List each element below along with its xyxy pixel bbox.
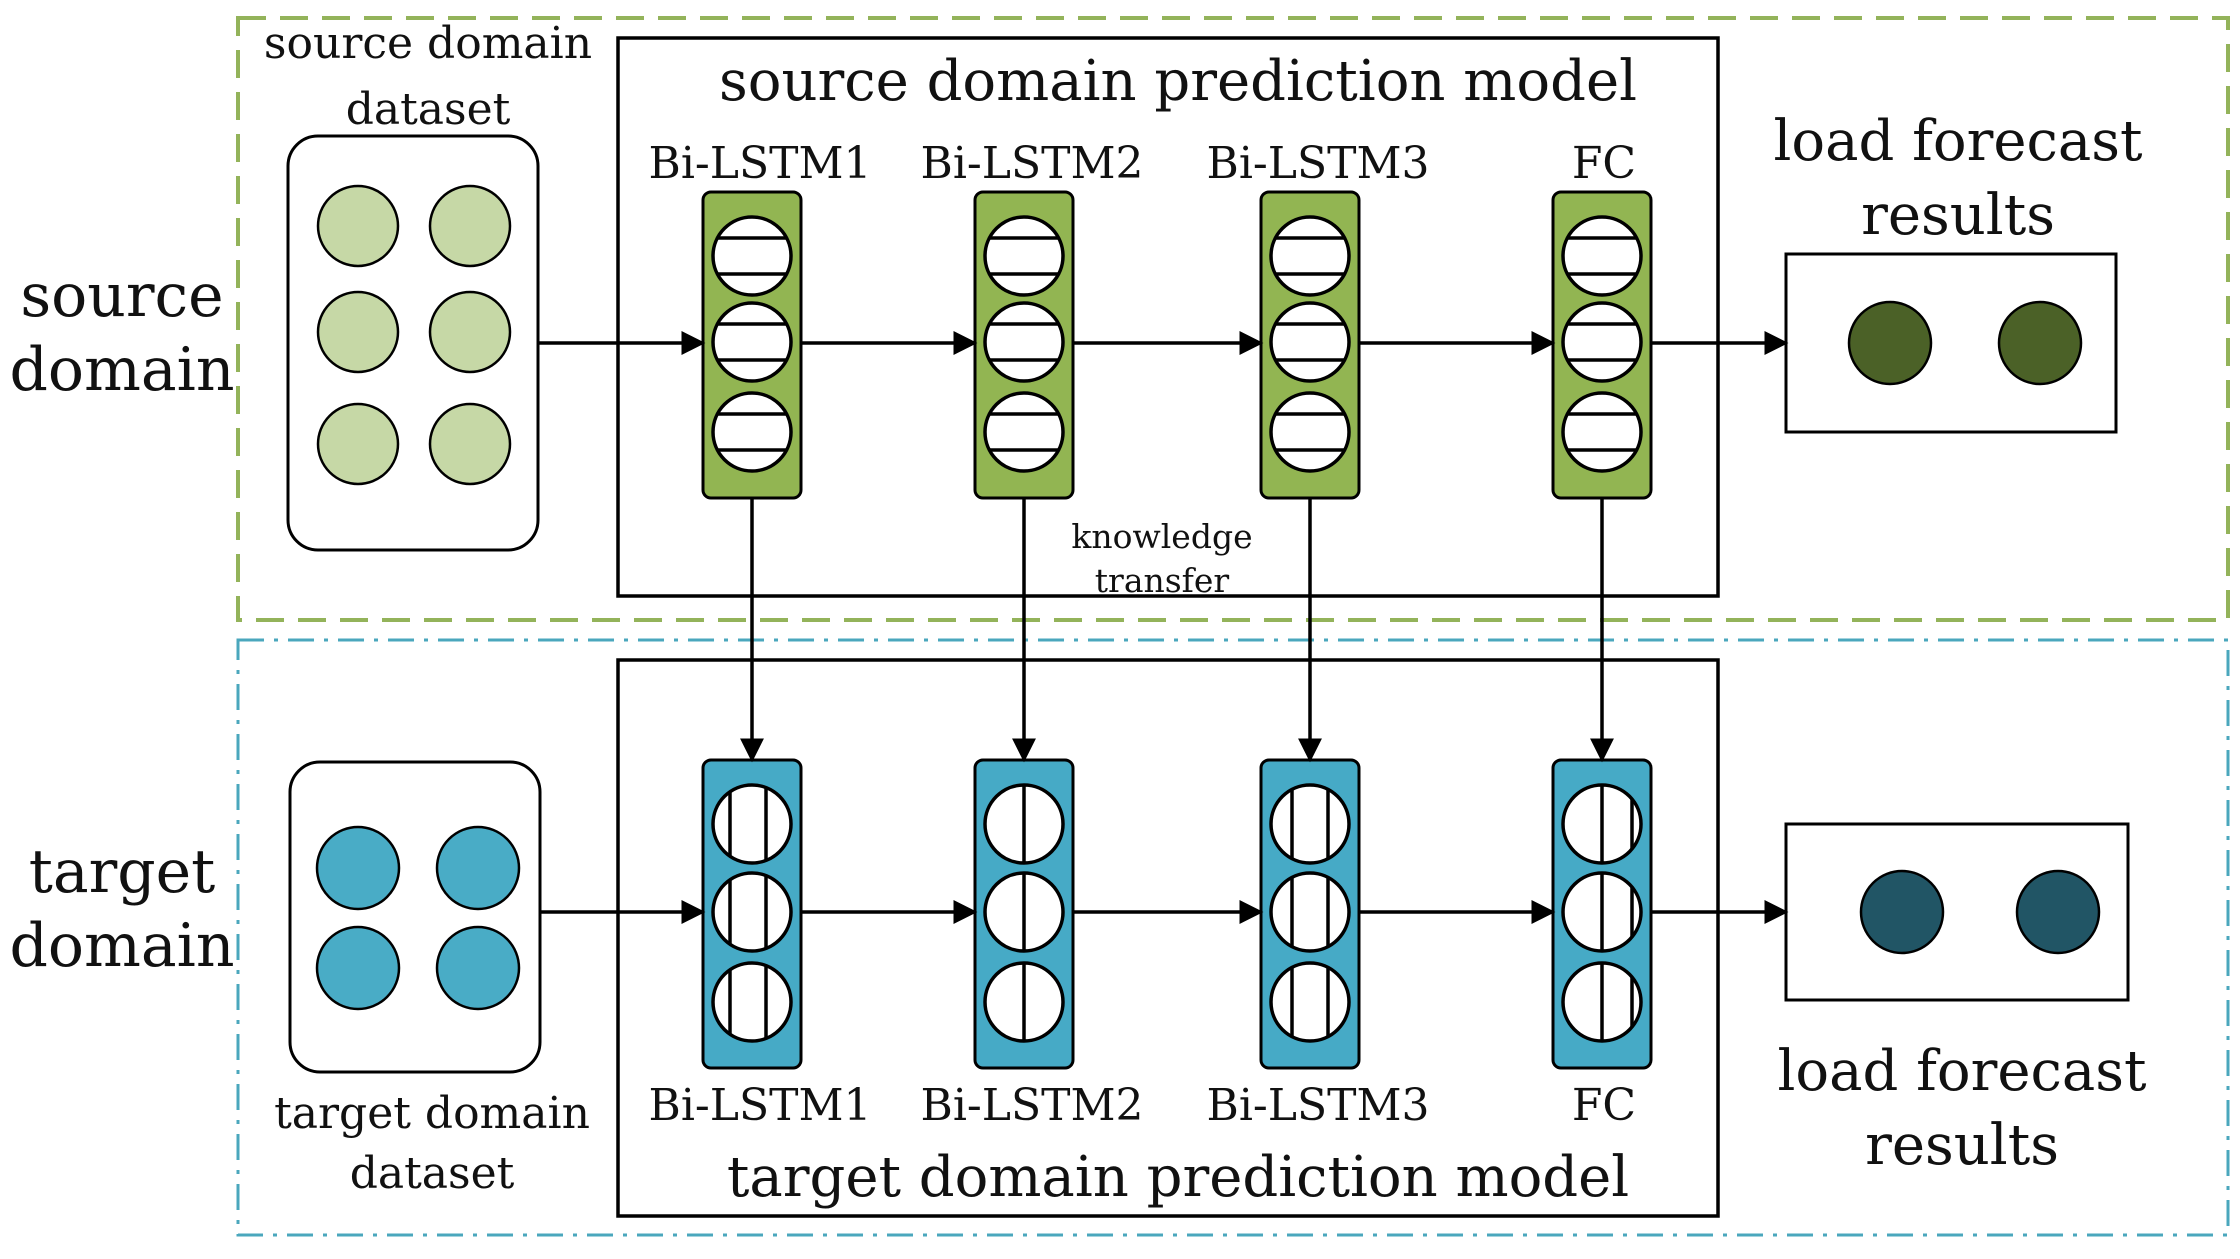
target-result-node-2	[2015, 869, 2101, 955]
source-dataset-label-2: dataset	[346, 84, 511, 135]
target-result-node-1	[1859, 869, 1945, 955]
target-layer-1-neuron-1	[711, 783, 793, 865]
source-layer-3-neuron-3	[1269, 391, 1351, 473]
target-dataset-label-1: target domain	[274, 1088, 590, 1139]
target-dataset-node-2	[435, 825, 521, 911]
source-dataset-label-1: source domain	[264, 18, 592, 69]
source-side-label-1: source	[20, 261, 223, 331]
source-result-node-1	[1847, 300, 1933, 386]
source-layer-3-neuron-2	[1269, 301, 1351, 383]
target-side-label-1: target	[29, 837, 216, 907]
source-layer-1-neuron-1	[711, 215, 793, 297]
source-layer-1-neuron-3	[711, 391, 793, 473]
target-results-label-1: load forecast	[1777, 1039, 2147, 1104]
target-dataset-node-3	[315, 925, 401, 1011]
source-dataset-node-1	[316, 184, 400, 268]
source-results-label-1: load forecast	[1773, 109, 2143, 174]
target-layer-1-label: Bi-LSTM1	[648, 1080, 871, 1131]
target-layer-1-neuron-3	[711, 961, 793, 1043]
source-model-box	[616, 36, 1720, 598]
source-results-label-2: results	[1861, 183, 2055, 248]
source-side-label-2: domain	[9, 335, 234, 405]
source-layer-2-neuron-2	[983, 301, 1065, 383]
target-dataset-node-4	[435, 925, 521, 1011]
source-layer-2-neuron-1	[983, 215, 1065, 297]
target-layer-4-label: FC	[1572, 1080, 1636, 1131]
target-layer-3-neuron-1	[1269, 783, 1351, 865]
target-domain-region	[236, 638, 2230, 1237]
source-layer-4-neuron-3	[1561, 391, 1643, 473]
source-result-node-2	[1997, 300, 2083, 386]
target-layer-3-neuron-2	[1269, 871, 1351, 953]
source-layer-1-label: Bi-LSTM1	[648, 138, 871, 189]
transfer-label-1: knowledge	[1071, 517, 1252, 556]
source-dataset-node-4	[428, 290, 512, 374]
target-dataset-box	[288, 760, 542, 1074]
target-results-label-2: results	[1865, 1113, 2059, 1178]
target-model-title: target domain prediction model	[727, 1145, 1629, 1210]
source-model-title: source domain prediction model	[719, 49, 1637, 114]
target-dataset-node-1	[315, 825, 401, 911]
transfer-label-2: transfer	[1095, 561, 1230, 600]
target-model-box	[616, 658, 1720, 1218]
source-layer-3-neuron-1	[1269, 215, 1351, 297]
target-layer-2-label: Bi-LSTM2	[920, 1080, 1143, 1131]
source-layer-4-neuron-2	[1561, 301, 1643, 383]
source-layer-1-neuron-2	[711, 301, 793, 383]
target-dataset-label-2: dataset	[350, 1148, 515, 1199]
source-layer-4-label: FC	[1572, 138, 1636, 189]
target-layer-1-neuron-2	[711, 871, 793, 953]
source-dataset-node-2	[428, 184, 512, 268]
target-side-label-2: domain	[9, 911, 234, 981]
target-layer-3-label: Bi-LSTM3	[1206, 1080, 1429, 1131]
source-layer-2-label: Bi-LSTM2	[920, 138, 1143, 189]
source-dataset-node-3	[316, 290, 400, 374]
source-dataset-node-6	[428, 402, 512, 486]
source-layer-2-neuron-3	[983, 391, 1065, 473]
source-layer-4-neuron-1	[1561, 215, 1643, 297]
target-layer-3-neuron-3	[1269, 961, 1351, 1043]
source-layer-3-label: Bi-LSTM3	[1206, 138, 1429, 189]
source-domain-region	[236, 16, 2230, 622]
source-dataset-node-5	[316, 402, 400, 486]
